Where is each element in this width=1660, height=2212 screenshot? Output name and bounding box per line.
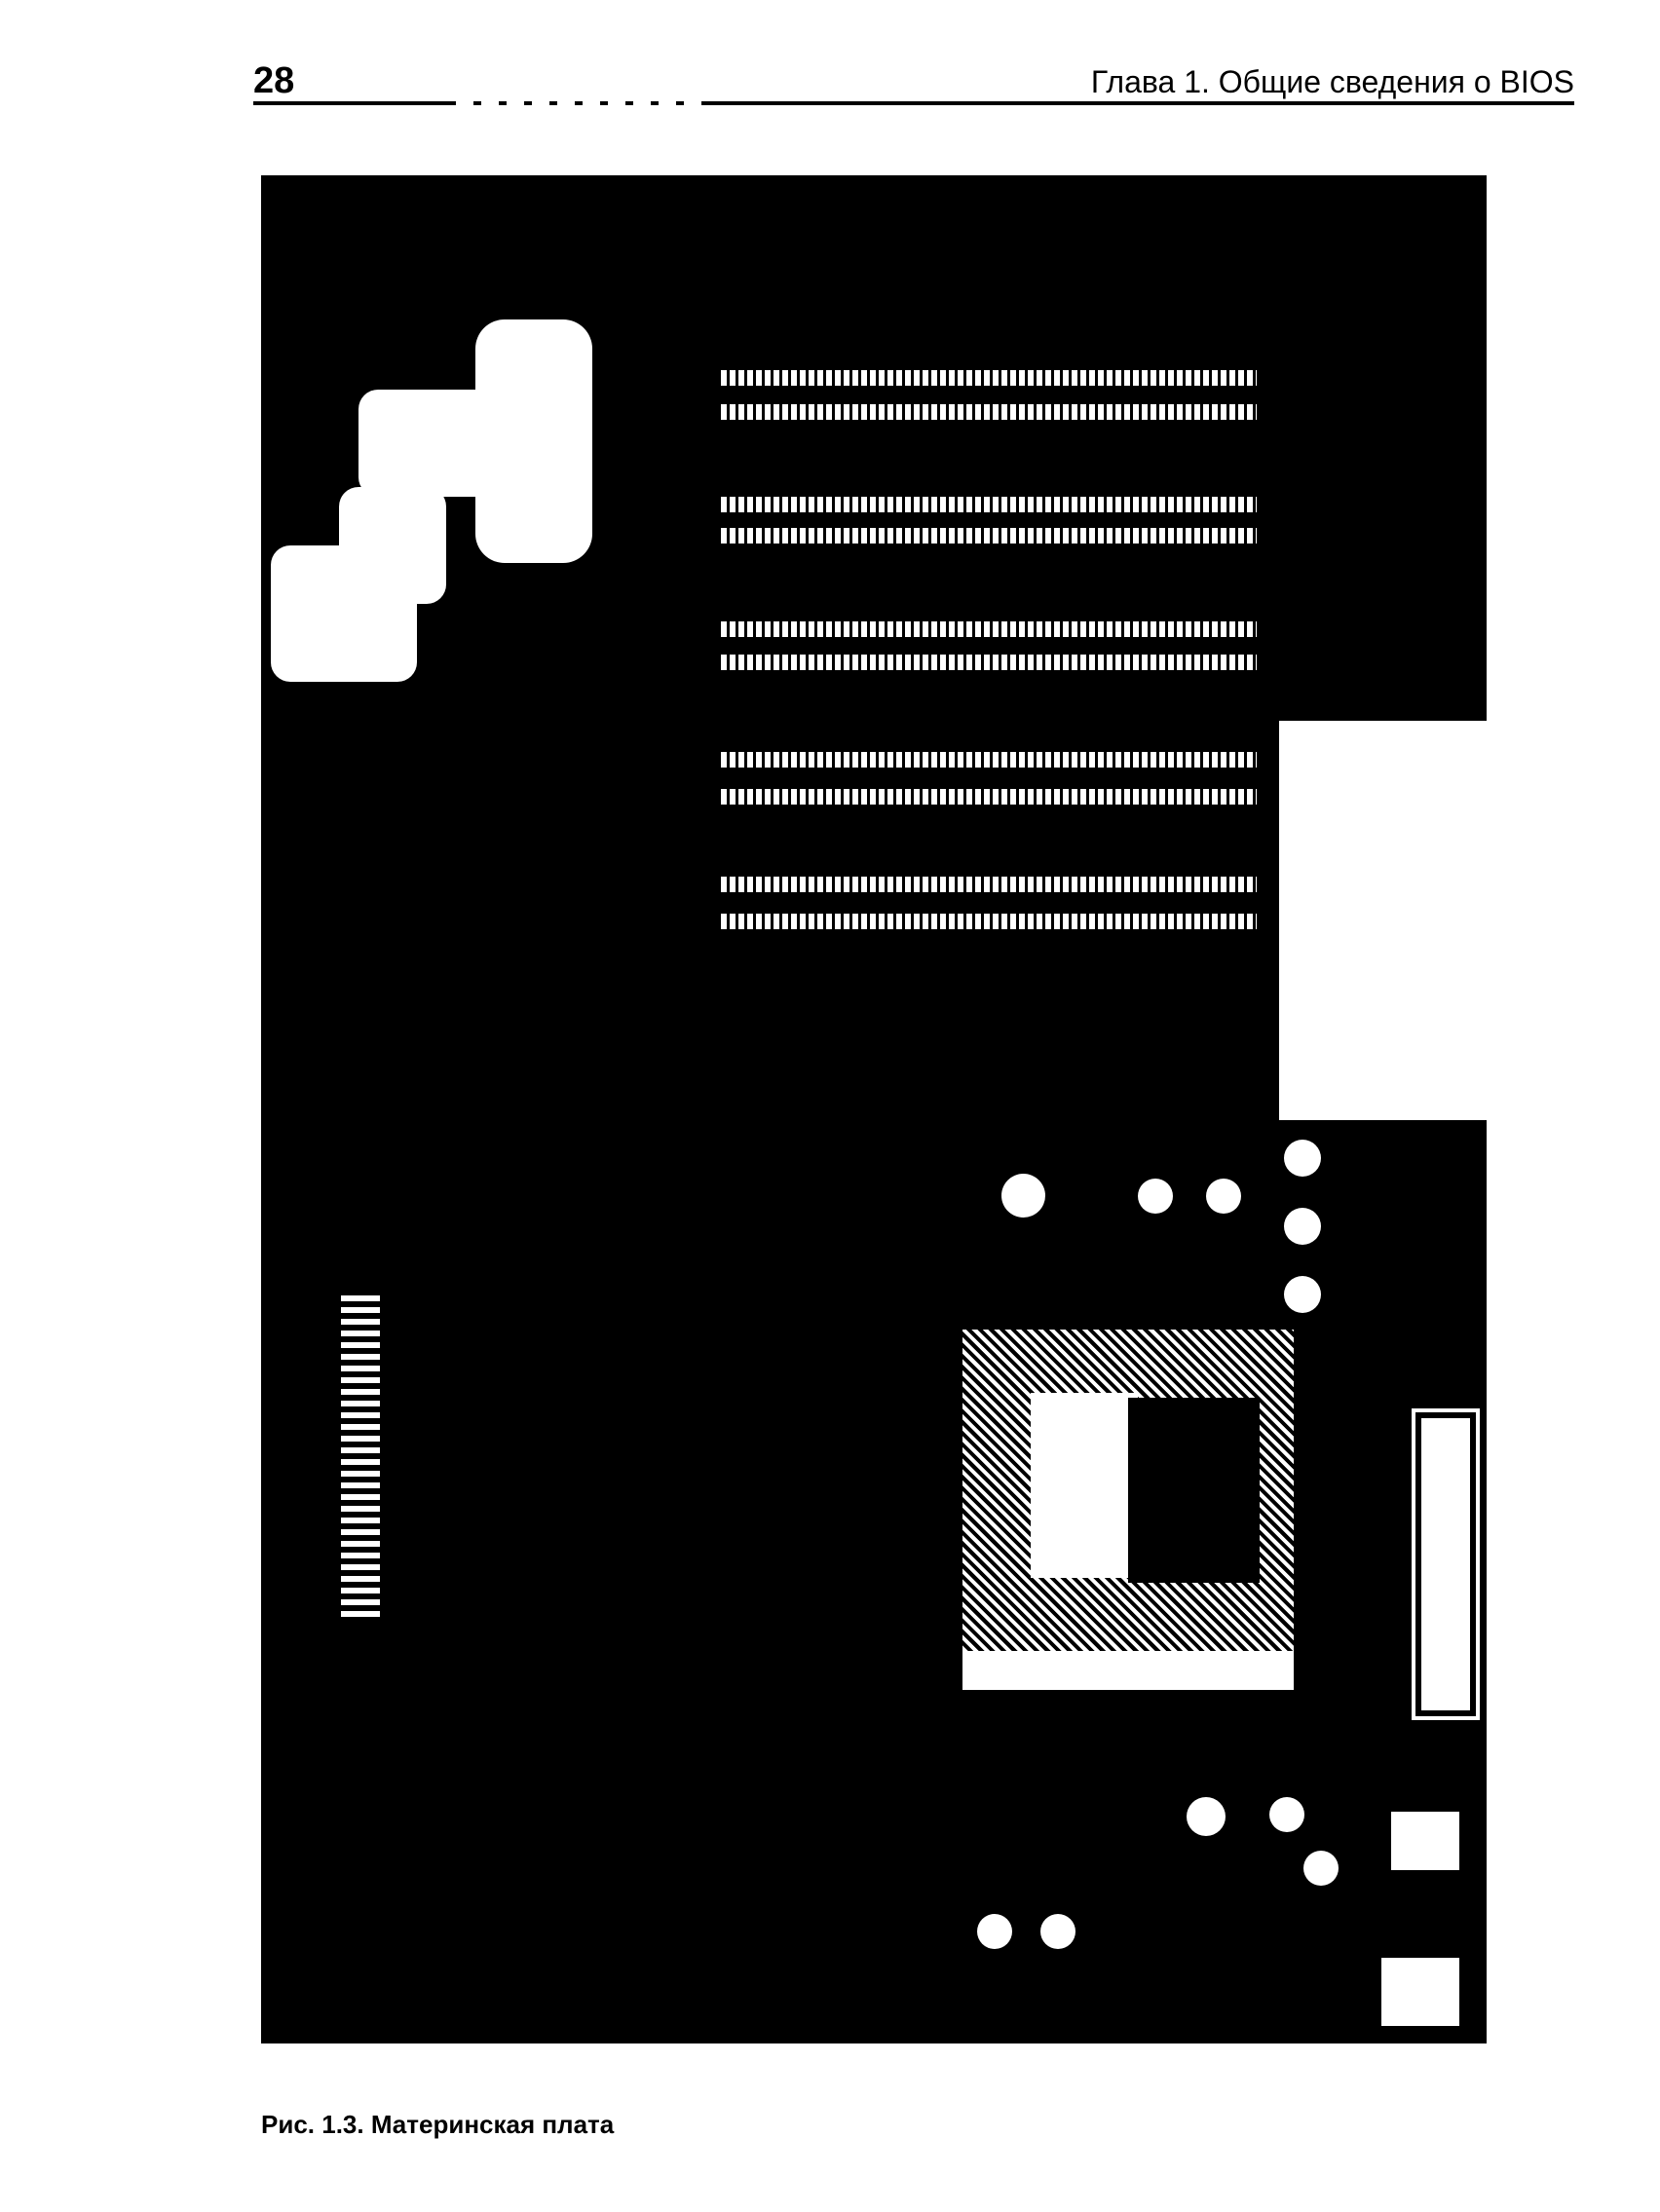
capacitor [1206, 1179, 1241, 1214]
usb-port [1391, 1812, 1459, 1870]
header-rule-gap [448, 101, 701, 105]
audio-port [1381, 1958, 1459, 2026]
capacitor [1284, 1140, 1321, 1177]
capacitor [1303, 1851, 1339, 1886]
expansion-slot [721, 404, 1257, 420]
figure-caption: Рис. 1.3. Материнская плата [261, 2110, 615, 2139]
expansion-slot [721, 877, 1257, 892]
capacitor [1284, 1208, 1321, 1245]
capacitor [1187, 1797, 1226, 1836]
capacitor [1284, 1276, 1321, 1313]
expansion-slot [721, 914, 1257, 929]
capacitor [1269, 1797, 1304, 1832]
header-rule [253, 101, 1574, 105]
page-number: 28 [253, 60, 295, 101]
expansion-slot [721, 621, 1257, 637]
motherboard-photo [261, 175, 1487, 2043]
expansion-slot [721, 752, 1257, 768]
socket-center [1031, 1393, 1138, 1578]
ide-connector [341, 1295, 380, 1617]
expansion-slot [721, 789, 1257, 805]
capacitor [1001, 1174, 1045, 1218]
expansion-slot [721, 655, 1257, 670]
expansion-slot [721, 528, 1257, 544]
capacitor [1138, 1179, 1173, 1214]
capacitor [1040, 1914, 1075, 1949]
io-port [1412, 1408, 1480, 1720]
highlight-blob-4 [339, 487, 446, 604]
highlight-blob-2 [358, 390, 505, 497]
expansion-slot [721, 497, 1257, 512]
running-head: Глава 1. Общие сведения о BIOS [1090, 64, 1574, 99]
socket-lever [962, 1651, 1294, 1690]
socket-cavity [1128, 1398, 1260, 1583]
capacitor [977, 1914, 1012, 1949]
board-edge-cutout [1279, 721, 1487, 1120]
expansion-slot [721, 370, 1257, 386]
